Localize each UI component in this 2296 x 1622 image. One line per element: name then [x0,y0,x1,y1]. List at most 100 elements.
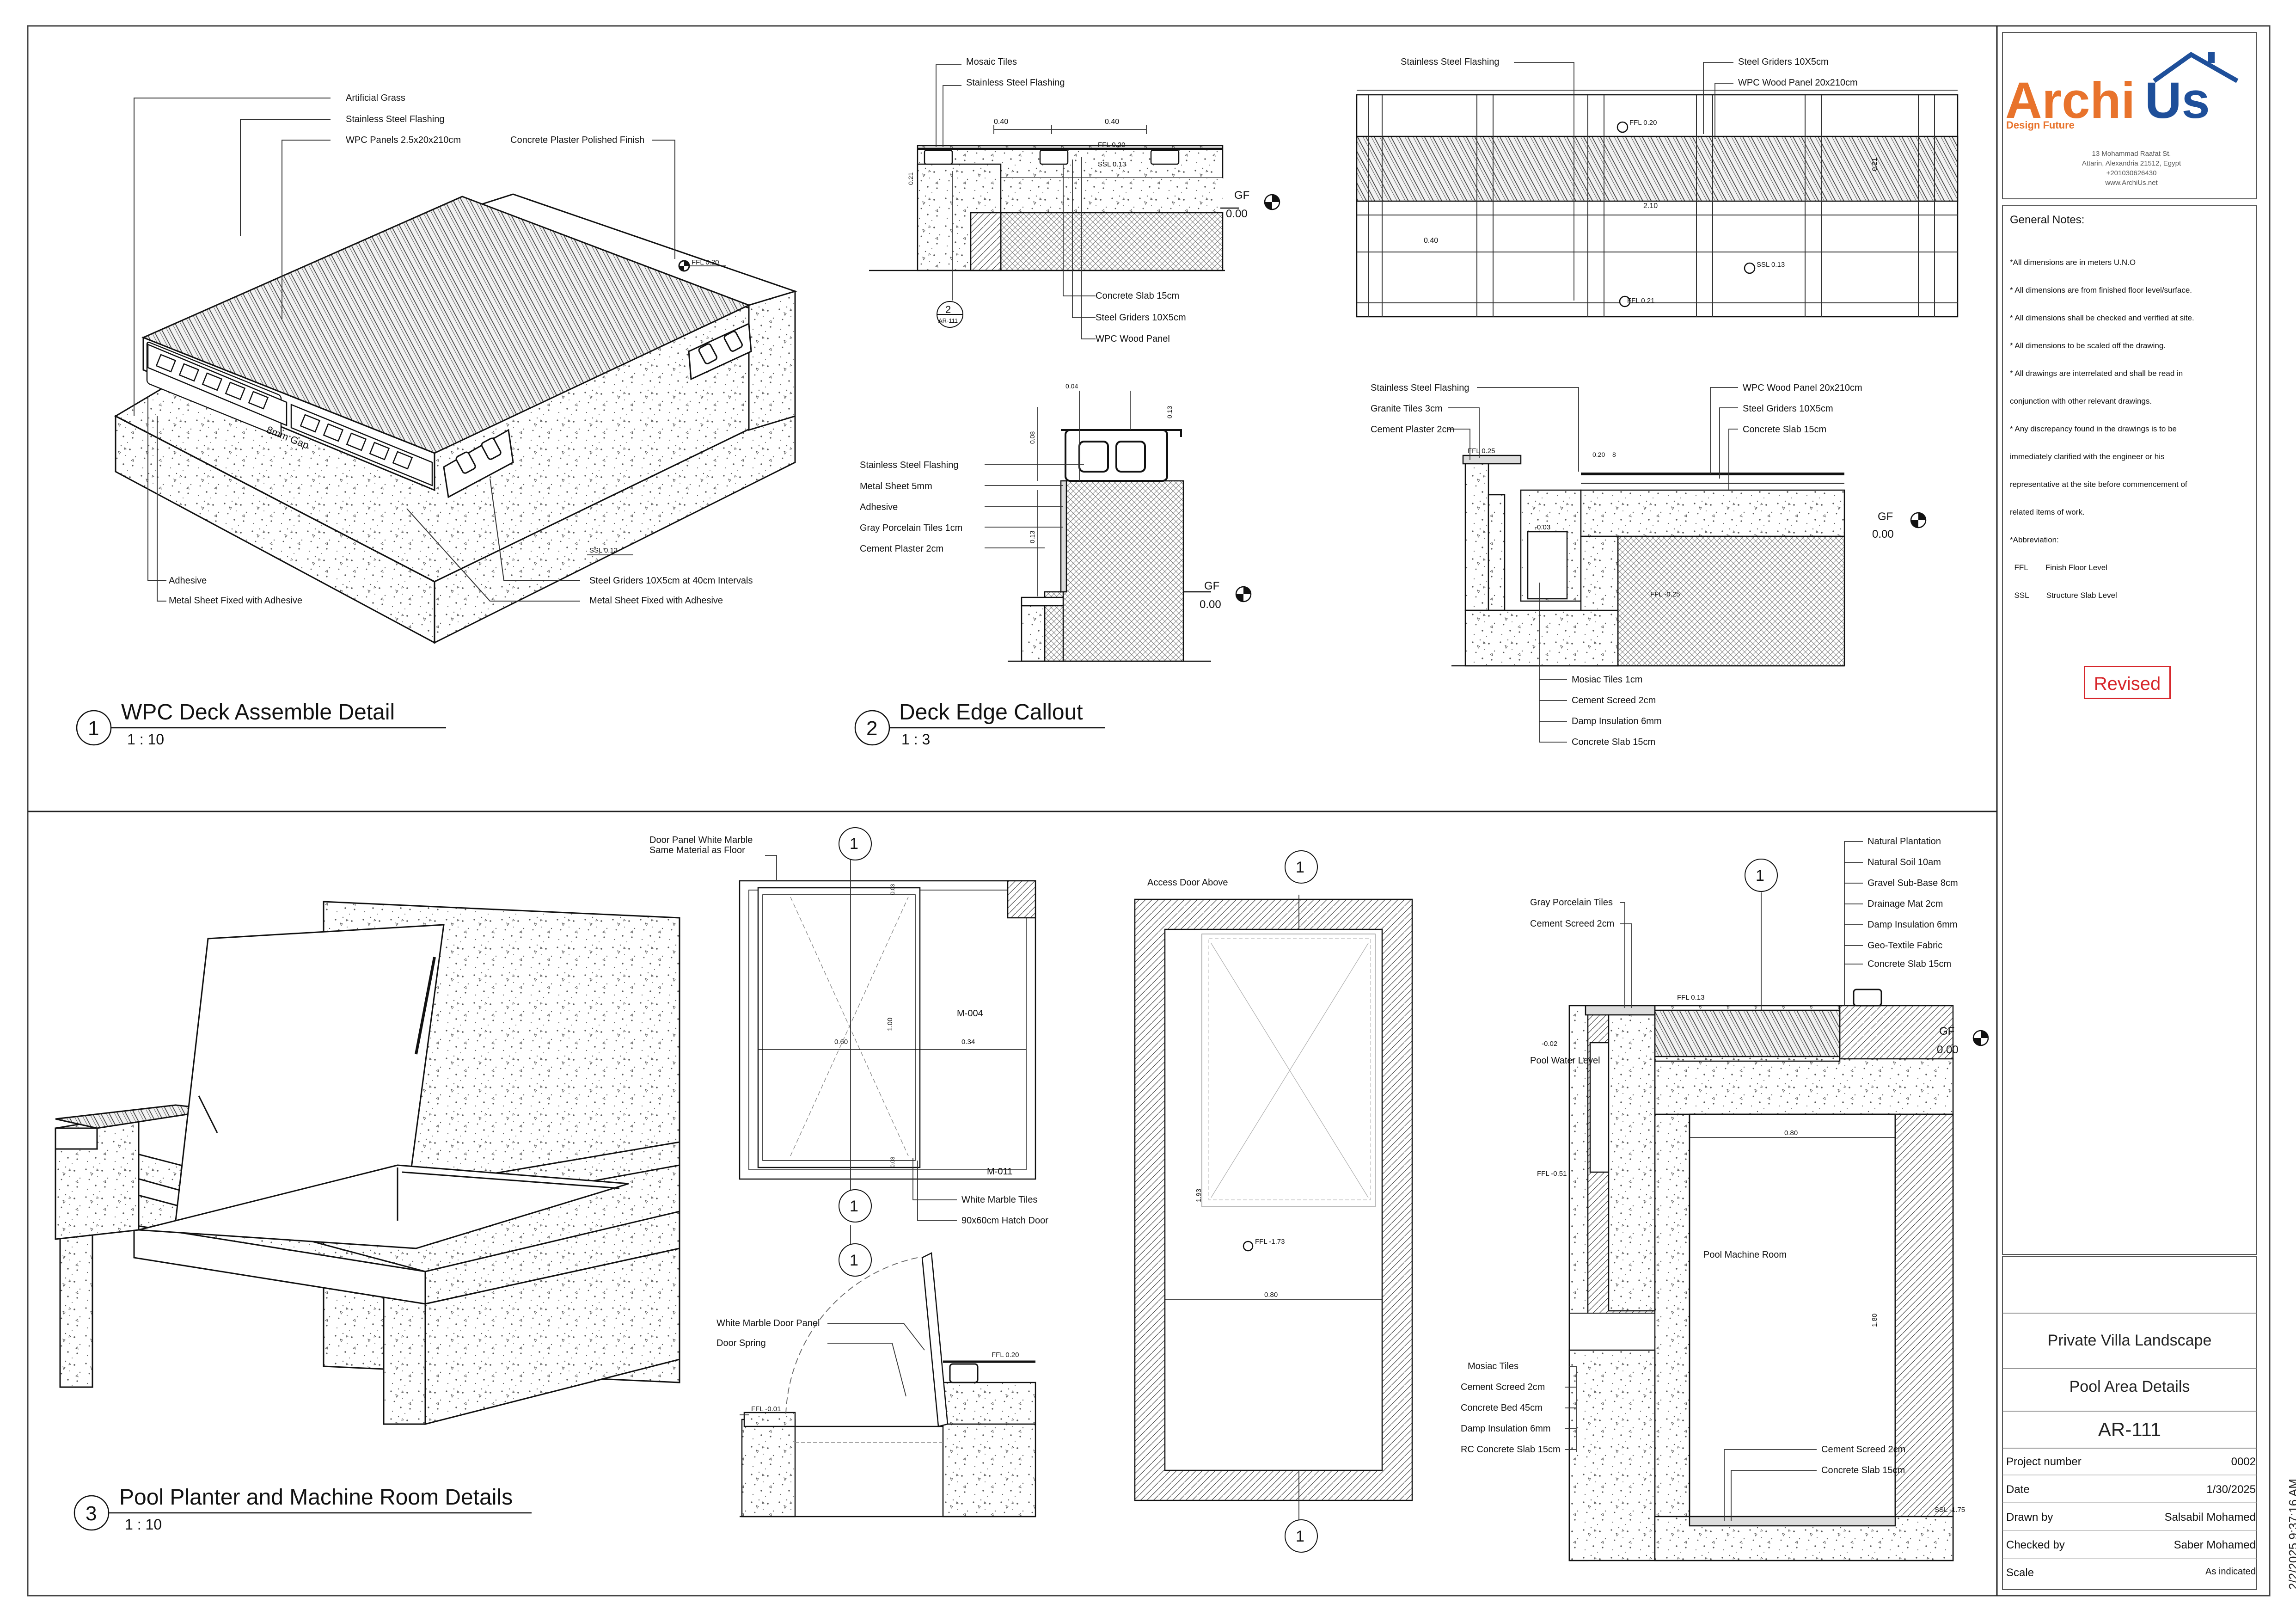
view-3c-drawing [1134,850,1413,1553]
svg-text:Cement Screed 2cm: Cement Screed 2cm [1821,1444,1905,1455]
svg-text:Gray Porcelain Tiles: Gray Porcelain Tiles [1530,897,1613,908]
general-notes-heading: General Notes: [2010,214,2085,226]
view-1-title-block: 1 WPC Deck Assemble Detail 1 : 10 [76,700,446,748]
revision-stamp: Revised [2084,666,2171,699]
view-2a-drawing [869,64,1280,339]
svg-text:Cement Screed 2cm: Cement Screed 2cm [1530,919,1614,929]
svg-text:FFL -0.01: FFL -0.01 [751,1405,781,1413]
svg-text:Stainless Steel Flashing: Stainless Steel Flashing [1401,57,1499,67]
svg-text:Concrete Slab 15cm: Concrete Slab 15cm [1867,959,1951,969]
svg-text:Mosiac Tiles: Mosiac Tiles [1468,1361,1518,1371]
svg-text:0.08: 0.08 [1029,431,1036,444]
svg-text:Mosaic Tiles: Mosaic Tiles [966,57,1017,67]
svg-text:Gray Porcelain Tiles 1cm: Gray Porcelain Tiles 1cm [860,523,962,533]
svg-text:Concrete Slab 15cm: Concrete Slab 15cm [1096,291,1179,301]
svg-text:0.03: 0.03 [889,884,896,895]
svg-text:SSL 0.13: SSL 0.13 [589,547,618,554]
svg-text:Artificial Grass: Artificial Grass [346,93,405,103]
svg-text:White Marble Tiles: White Marble Tiles [961,1195,1038,1205]
svg-text:SSL -1.75: SSL -1.75 [1935,1506,1965,1514]
view-2b-drawing [1356,62,1959,318]
svg-text:1.00: 1.00 [886,1018,894,1031]
svg-text:Pool Water Level: Pool Water Level [1530,1056,1600,1066]
svg-text:RC Concrete Slab 15cm: RC Concrete Slab 15cm [1461,1444,1561,1455]
svg-text:Concrete Bed 45cm: Concrete Bed 45cm [1461,1403,1543,1413]
svg-text:-0.03: -0.03 [1535,523,1550,531]
view-2b-labels: Stainless Steel Flashing Steel Griders 1… [1401,57,1879,305]
svg-text:8: 8 [1612,451,1616,458]
svg-text:FFL 0.20: FFL 0.20 [1098,141,1125,149]
view-3c-labels: Access Door Above FFL -1.73 0.80 1.93 1 … [1147,859,1304,1545]
svg-text:Cement Screed 2cm: Cement Screed 2cm [1572,695,1656,706]
svg-text:M-011: M-011 [987,1167,1012,1177]
svg-text:0.04: 0.04 [1065,382,1078,390]
svg-text:2.10: 2.10 [1643,202,1658,210]
view-3b-labels: White Marble Door Panel Door Spring FFL … [716,1252,1019,1413]
view-2c-drawing [985,391,1252,662]
svg-text:SSL 0.13: SSL 0.13 [1098,160,1126,168]
svg-text:Deck Edge Callout: Deck Edge Callout [899,700,1083,725]
svg-text:0.20: 0.20 [1592,451,1605,458]
svg-text:0.80: 0.80 [1264,1291,1278,1299]
svg-text:0.00: 0.00 [1200,598,1221,611]
svg-text:0.40: 0.40 [994,118,1008,126]
svg-text:Natural Plantation: Natural Plantation [1867,836,1941,847]
svg-text:WPC Wood Panel: WPC Wood Panel [1096,334,1170,344]
svg-text:Adhesive: Adhesive [860,502,898,512]
svg-text:0.40: 0.40 [1424,237,1438,245]
svg-text:Steel Griders 10X5cm: Steel Griders 10X5cm [1096,313,1186,323]
v1-level-ffl [678,260,726,272]
view-1-labels: Artificial Grass Stainless Steel Flashin… [169,93,753,606]
svg-text:1: 1 [1296,859,1304,876]
firm-address: 13 Mohammad Raafat St. Attarin, Alexandr… [2082,150,2181,187]
svg-text:0.80: 0.80 [1784,1129,1798,1137]
svg-text:FFL 0.20: FFL 0.20 [1629,119,1657,127]
svg-text:GF: GF [1204,580,1219,592]
svg-text:Stainless Steel Flashing: Stainless Steel Flashing [966,78,1065,88]
svg-text:0.00: 0.00 [1872,528,1894,541]
svg-text:Cement Plaster 2cm: Cement Plaster 2cm [860,544,943,554]
svg-text:1: 1 [850,835,858,853]
svg-text:White Marble Door Panel: White Marble Door Panel [716,1318,820,1328]
svg-text:1.93: 1.93 [1195,1189,1203,1202]
sheet-number: AR-111 [2098,1419,2161,1440]
svg-text:M-004: M-004 [957,1008,983,1019]
svg-text:0.34: 0.34 [961,1038,975,1046]
svg-text:GF: GF [1234,189,1249,202]
project-name: Private Villa Landscape [2047,1332,2212,1349]
view-2a-labels: Mosaic Tiles Stainless Steel Flashing Co… [907,57,1249,344]
svg-text:1: 1 [1296,1528,1304,1545]
svg-text:GF: GF [1878,510,1893,523]
svg-text:Stainless Steel Flashing: Stainless Steel Flashing [346,114,444,124]
svg-text:Natural Soil 10am: Natural Soil 10am [1867,857,1941,867]
svg-text:Door Panel White Marble: Door Panel White Marble [649,835,753,845]
svg-text:Pool Machine Room: Pool Machine Room [1703,1250,1787,1260]
svg-text:Concrete Plaster Polished Fini: Concrete Plaster Polished Finish [510,135,644,145]
general-notes: *All dimensions are in meters U.N.O * Al… [2010,258,2194,600]
svg-text:0.00: 0.00 [1937,1044,1959,1056]
firm-logo: Archi Us Design Future [2005,52,2239,131]
svg-text:Damp Insulation 6mm: Damp Insulation 6mm [1867,920,1958,930]
svg-text:Pool Planter and Machine Room: Pool Planter and Machine Room Details [119,1485,513,1510]
view-3-title-block: 3 Pool Planter and Machine Room Details … [73,1485,532,1533]
svg-text:2: 2 [866,717,877,740]
view-3d-drawing [1565,841,1989,1561]
svg-text:Gravel Sub-Base 8cm: Gravel Sub-Base 8cm [1867,878,1958,888]
svg-text:FFL 0.13: FFL 0.13 [1677,994,1704,1001]
svg-text:Cement Plaster 2cm: Cement Plaster 2cm [1371,424,1454,435]
view-3a-labels: Door Panel White Marble Same Material as… [649,835,1048,1226]
view-3a-drawing [739,827,1036,1248]
svg-text:Steel Griders 10X5cm: Steel Griders 10X5cm [1738,57,1829,67]
svg-text:WPC Deck Assemble Detail: WPC Deck Assemble Detail [121,700,395,725]
svg-text:FFL -0.25: FFL -0.25 [1650,590,1680,598]
svg-text:Concrete Slab 15cm: Concrete Slab 15cm [1743,424,1826,435]
svg-text:0.21: 0.21 [907,172,914,185]
svg-text:WPC Wood Panel 20x210cm: WPC Wood Panel 20x210cm [1738,78,1858,88]
svg-text:Door Spring: Door Spring [716,1338,766,1348]
svg-text:Metal Sheet Fixed with Adhesiv: Metal Sheet Fixed with Adhesive [169,596,302,606]
svg-text:Metal Sheet Fixed with Adhesiv: Metal Sheet Fixed with Adhesive [589,596,723,606]
svg-text:0.60: 0.60 [834,1038,848,1046]
svg-text:0.13: 0.13 [1166,406,1173,418]
view-2d-labels: Stainless Steel Flashing Granite Tiles 3… [1371,383,1894,747]
